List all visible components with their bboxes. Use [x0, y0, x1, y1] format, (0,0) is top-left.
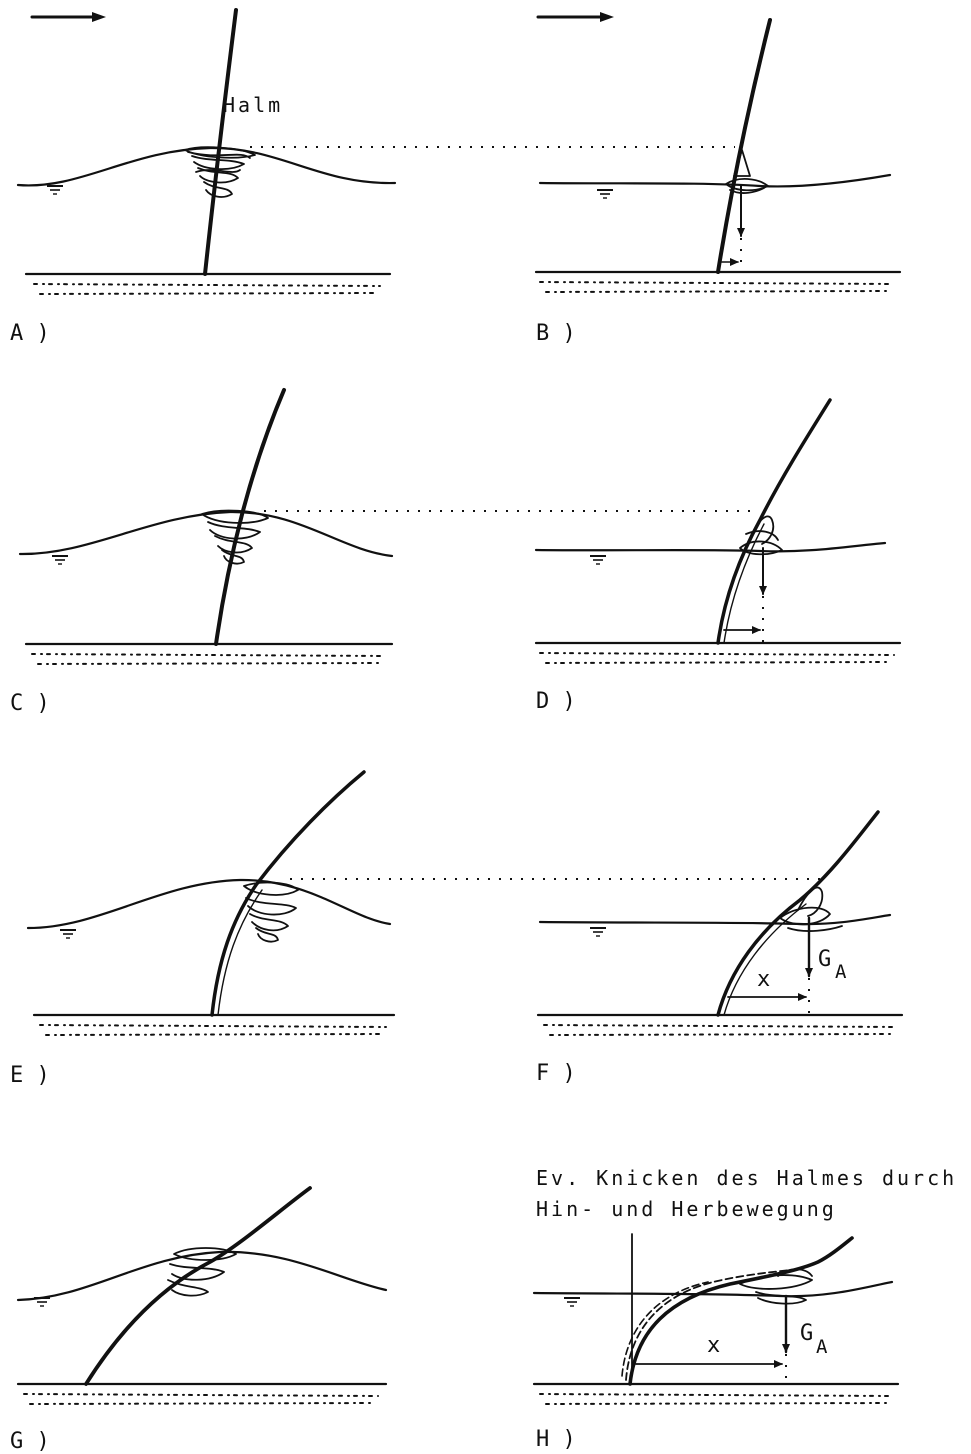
note-line-2: Hin- und Herbewegung	[536, 1197, 837, 1221]
panel-label-a: A )	[10, 321, 50, 346]
panel-g: G )	[10, 1186, 388, 1454]
panel-label-e: E )	[10, 1063, 50, 1088]
water-line	[538, 173, 892, 188]
wrack-clump-icon	[243, 881, 299, 943]
note-line-1: Ev. Knicken des Halmes durch	[536, 1166, 957, 1190]
reed-stem-deflected	[625, 1269, 791, 1381]
wrack-clump-icon	[167, 1247, 237, 1297]
water-line	[532, 1280, 894, 1298]
sediment-bed-icon	[543, 1024, 897, 1036]
panel-label-g: G )	[10, 1429, 50, 1454]
sediment-bed-icon	[33, 283, 381, 295]
water-level-icon	[589, 555, 607, 565]
force-label: G	[818, 947, 831, 972]
flow-direction-arrow-icon	[30, 12, 106, 22]
water-line	[538, 913, 892, 926]
sediment-bed-icon	[539, 1393, 891, 1405]
water-line	[534, 541, 887, 553]
force-subscript: A	[816, 1336, 828, 1358]
wrack-clump-icon	[739, 515, 783, 556]
panel-label-f: F )	[536, 1061, 576, 1086]
panel-label-c: C )	[10, 691, 50, 716]
wave-crest	[26, 878, 392, 930]
panel-a: Halm A )	[10, 8, 397, 346]
water-level-icon	[51, 555, 69, 565]
wrack-clump-icon	[739, 1268, 813, 1305]
panel-d: D )	[534, 398, 902, 714]
flow-direction-arrow-icon	[536, 12, 614, 22]
water-level-icon	[59, 929, 77, 939]
sediment-bed-icon	[31, 653, 385, 665]
sediment-bed-icon	[23, 1393, 379, 1405]
wrack-clump-icon	[184, 146, 256, 198]
panel-f: x G A F )	[536, 810, 904, 1086]
water-level-icon	[563, 1297, 581, 1307]
reed-stem	[214, 388, 286, 646]
wave-crest	[16, 1250, 388, 1302]
wrack-clump-icon	[201, 509, 269, 565]
halm-label: Halm	[223, 93, 283, 117]
panel-label-b: B )	[536, 321, 576, 346]
panel-c: C )	[10, 388, 394, 716]
panel-label-d: D )	[536, 689, 576, 714]
reed-stem	[716, 398, 832, 645]
water-level-icon	[596, 189, 614, 199]
reed-stem	[628, 1236, 854, 1386]
panel-e: E )	[10, 770, 396, 1088]
reed-stem-outline	[723, 903, 807, 1016]
wave-crest	[18, 510, 394, 558]
sediment-bed-icon	[39, 1024, 387, 1036]
reed-stem-deflected	[621, 1281, 709, 1377]
reed-stem	[84, 1186, 312, 1386]
water-level-icon	[46, 185, 64, 195]
wrack-clump-icon	[779, 886, 843, 932]
reed-stem	[716, 810, 880, 1017]
force-subscript: A	[835, 961, 847, 983]
panel-label-h: H )	[536, 1427, 576, 1452]
reed-stem	[716, 18, 772, 274]
wrack-clump-icon	[725, 149, 769, 194]
panel-b: B )	[534, 18, 902, 346]
sediment-bed-icon	[539, 652, 895, 664]
water-level-icon	[589, 927, 607, 937]
lever-arm-label: x	[757, 967, 770, 992]
sediment-bed-icon	[539, 281, 893, 293]
reed-stem	[203, 8, 238, 276]
reed-stem	[210, 770, 366, 1017]
panel-h: Ev. Knicken des Halmes durch Hin- und He…	[532, 1166, 957, 1452]
force-label: G	[800, 1321, 813, 1346]
lever-arm-label: x	[707, 1333, 720, 1358]
